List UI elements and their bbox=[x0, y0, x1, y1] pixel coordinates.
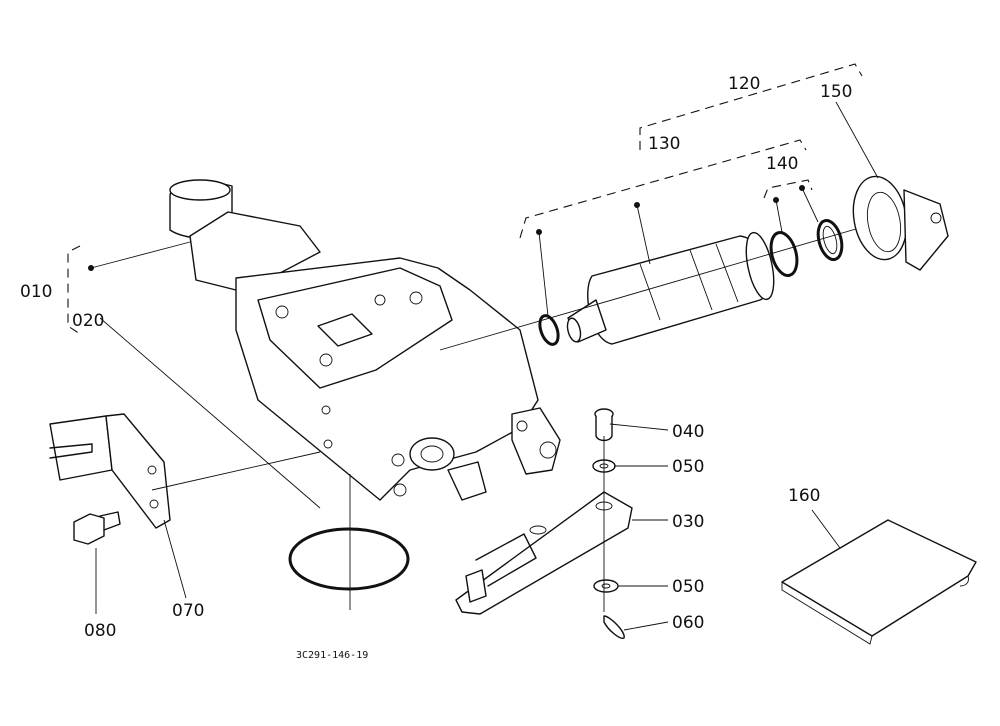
group-bracket-140 bbox=[763, 179, 813, 199]
o-ring-nose bbox=[538, 314, 560, 346]
label-sheet bbox=[781, 519, 977, 645]
callout-020: 020 bbox=[72, 311, 104, 331]
callout-080: 080 bbox=[84, 621, 116, 641]
group-bracket-130 bbox=[519, 139, 807, 239]
callout-120: 120 bbox=[728, 74, 760, 94]
callout-050-lower: 050 bbox=[672, 577, 704, 597]
callout-150: 150 bbox=[820, 82, 852, 102]
cotter-pin bbox=[603, 615, 625, 639]
callout-010: 010 bbox=[20, 282, 52, 302]
large-o-ring bbox=[288, 527, 410, 591]
leader-lines bbox=[88, 101, 879, 631]
callout-040: 040 bbox=[672, 422, 704, 442]
mounting-bracket bbox=[49, 413, 171, 529]
washer-lower bbox=[593, 579, 619, 593]
callout-060: 060 bbox=[672, 613, 704, 633]
bolt bbox=[73, 511, 121, 545]
callout-140: 140 bbox=[766, 154, 798, 174]
lever-arm bbox=[455, 491, 633, 615]
group-bracket-010 bbox=[67, 245, 81, 335]
callout-070: 070 bbox=[172, 601, 204, 621]
hose-clamp bbox=[852, 175, 949, 271]
clevis-pin bbox=[594, 408, 614, 442]
callout-160: 160 bbox=[788, 486, 820, 506]
callout-130: 130 bbox=[648, 134, 680, 154]
control-valve-body bbox=[169, 179, 561, 610]
figure-code: 3C291-146-19 bbox=[296, 650, 368, 661]
callout-030: 030 bbox=[672, 512, 704, 532]
callout-050-upper: 050 bbox=[672, 457, 704, 477]
o-ring-small bbox=[769, 218, 844, 277]
spool-cartridge bbox=[566, 231, 775, 345]
